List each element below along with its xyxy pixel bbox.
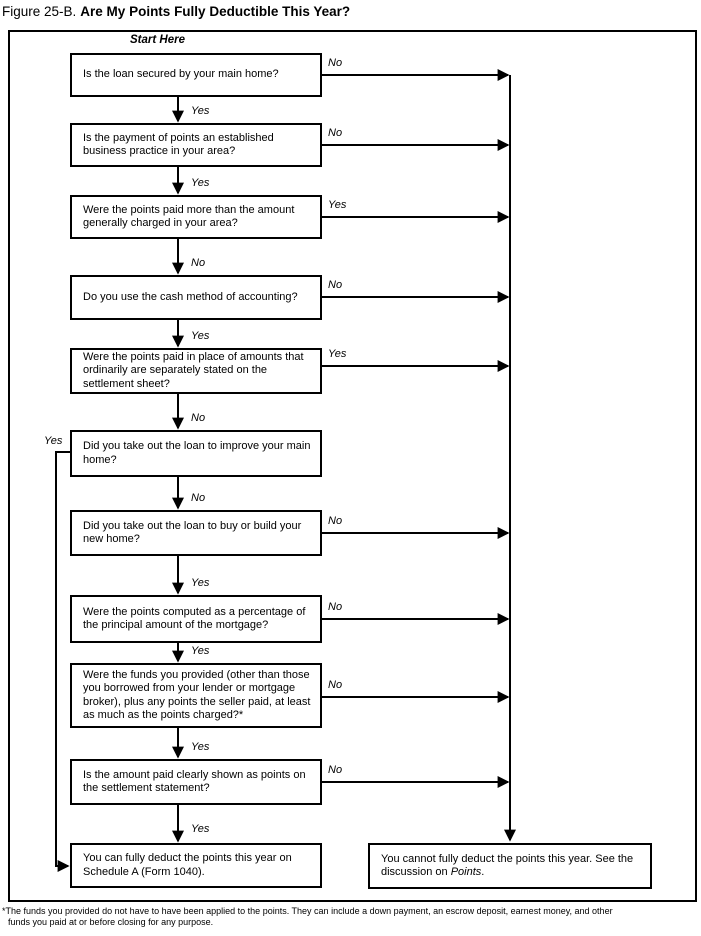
edge-label-q8-down: Yes bbox=[191, 645, 210, 657]
edge-label-q5-down: No bbox=[191, 412, 206, 424]
question-text: Were the points computed as a percentage… bbox=[83, 605, 306, 632]
result-box-deductible: You can fully deduct the points this yea… bbox=[70, 843, 322, 888]
edge-label-q5-side: Yes bbox=[328, 348, 347, 360]
question-box-3: Were the points paid more than the amoun… bbox=[70, 195, 322, 239]
question-box-10: Is the amount paid clearly shown as poin… bbox=[70, 759, 322, 805]
edge-label-q6-down: No bbox=[191, 492, 206, 504]
edge-label-q10-down: Yes bbox=[191, 823, 210, 835]
edge-label-q1-down: Yes bbox=[191, 105, 210, 117]
edge-label-q1-side: No bbox=[328, 57, 343, 69]
figure-title-main: Are My Points Fully Deductible This Year… bbox=[80, 4, 351, 19]
question-box-5: Were the points paid in place of amounts… bbox=[70, 348, 322, 394]
edge-label-q7-side: No bbox=[328, 515, 343, 527]
footnote: *The funds you provided do not have to h… bbox=[2, 906, 699, 928]
question-text: Did you take out the loan to improve you… bbox=[83, 440, 311, 466]
edge-label-q9-down: Yes bbox=[191, 741, 210, 753]
question-box-1: Is the loan secured by your main home? bbox=[70, 53, 322, 97]
edge-label-q3-side: Yes bbox=[328, 199, 347, 211]
question-text: Is the payment of points an established … bbox=[83, 131, 274, 158]
flowchart-border bbox=[8, 30, 697, 902]
edge-label-q3-down: No bbox=[191, 257, 206, 269]
edge-label-q9-side: No bbox=[328, 679, 343, 691]
footnote-line-1: *The funds you provided do not have to h… bbox=[2, 906, 613, 916]
edge-label-q4-side: No bbox=[328, 279, 343, 291]
question-box-9: Were the funds you provided (other than … bbox=[70, 663, 322, 728]
edge-label-q6-side: Yes bbox=[44, 435, 63, 447]
edge-label-q8-side: No bbox=[328, 601, 343, 613]
question-text: Were the points paid in place of amounts… bbox=[83, 350, 304, 390]
figure-title-prefix: Figure 25-B. bbox=[2, 4, 77, 19]
edge-label-q2-side: No bbox=[328, 127, 343, 139]
edge-label-q7-down: Yes bbox=[191, 577, 210, 589]
start-here-label: Start Here bbox=[130, 34, 185, 46]
question-text: Were the funds you provided (other than … bbox=[83, 668, 311, 722]
question-box-6: Did you take out the loan to improve you… bbox=[70, 430, 322, 477]
result-text: You can fully deduct the points this yea… bbox=[83, 852, 292, 878]
question-text: Were the points paid more than the amoun… bbox=[83, 203, 295, 230]
question-text: Is the amount paid clearly shown as poin… bbox=[83, 768, 306, 795]
question-text: Did you take out the loan to buy or buil… bbox=[83, 519, 302, 546]
question-box-2: Is the payment of points an established … bbox=[70, 123, 322, 167]
footnote-line-2: funds you paid at or before closing for … bbox=[8, 917, 214, 927]
question-box-4: Do you use the cash method of accounting… bbox=[70, 275, 322, 320]
result-text: You cannot fully deduct the points this … bbox=[381, 852, 634, 879]
edge-label-q10-side: No bbox=[328, 764, 343, 776]
result-box-not-deductible: You cannot fully deduct the points this … bbox=[368, 843, 652, 889]
question-text: Is the loan secured by your main home? bbox=[83, 68, 279, 81]
edge-label-q4-down: Yes bbox=[191, 330, 210, 342]
question-box-7: Did you take out the loan to buy or buil… bbox=[70, 510, 322, 556]
points-reference-italic: Points bbox=[450, 866, 482, 878]
edge-label-q2-down: Yes bbox=[191, 177, 210, 189]
question-box-8: Were the points computed as a percentage… bbox=[70, 595, 322, 643]
figure-title: Figure 25-B.Are My Points Fully Deductib… bbox=[2, 4, 350, 19]
question-text: Do you use the cash method of accounting… bbox=[83, 290, 298, 303]
